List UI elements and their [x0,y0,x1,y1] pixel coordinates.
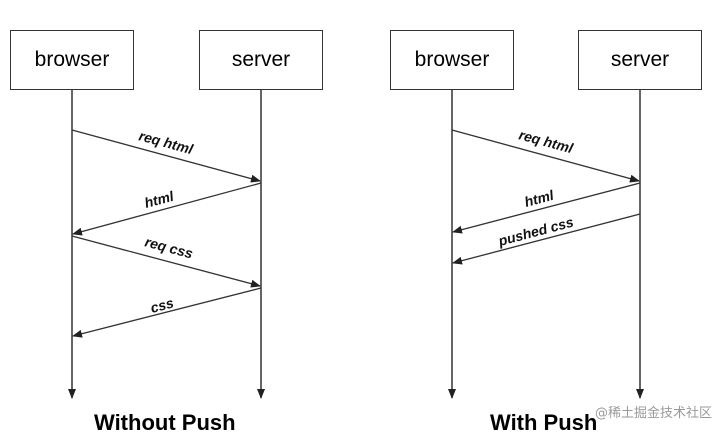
left-msg-arrow-1 [71,129,261,183]
right-msg-label-3: pushed css [496,213,576,249]
left-msg-arrow-3 [71,235,261,288]
left-msg-arrow-4 [72,287,262,338]
left-browser-box: browser [10,30,134,90]
right-msg-arrow-1 [451,129,640,183]
left-diagram-caption: Without Push [94,410,236,435]
right-server-box: server [578,30,702,90]
left-msg-label-1: req html [137,127,196,157]
left-msg-arrow-2 [72,182,262,236]
left-msg-label-4: css [149,294,176,316]
left-msg-label-2: html [143,188,177,211]
watermark-text: @稀土掘金技术社区 [594,406,712,421]
right-browser-label: browser [414,48,490,71]
right-msg-arrow-2 [452,182,641,234]
right-browser-box: browser [390,30,514,90]
right-msg-label-1: req html [517,126,576,156]
right-server-label: server [610,48,670,71]
left-browser-label: browser [34,48,110,71]
left-server-label: server [231,48,291,71]
right-diagram-caption: With Push [490,410,598,435]
right-msg-label-2: html [523,187,557,210]
right-msg-arrow-3 [452,213,641,265]
left-server-box: server [199,30,323,90]
